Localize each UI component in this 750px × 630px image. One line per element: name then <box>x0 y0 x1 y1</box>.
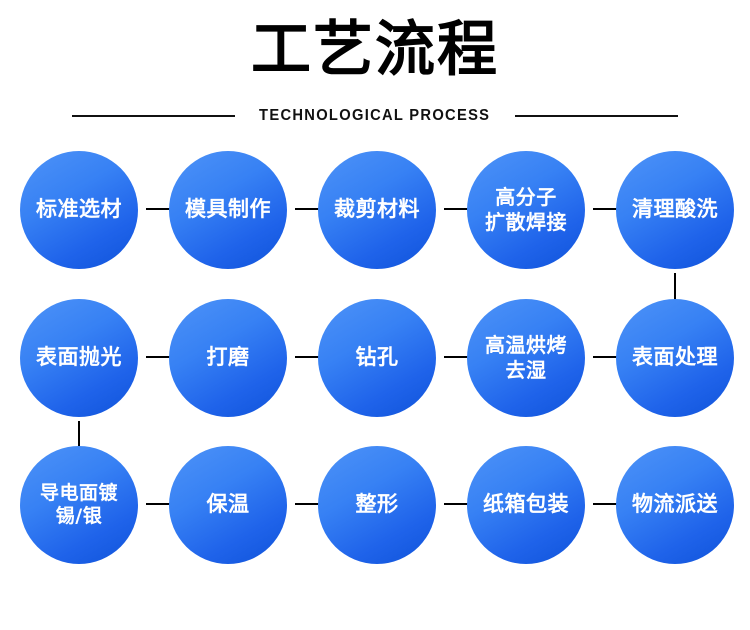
process-node-conductive-plating[interactable]: 导电面镀 锡/银 <box>20 445 138 564</box>
arrow-shaft <box>593 355 619 358</box>
arrow-shaft <box>593 207 619 210</box>
arrow-shaft <box>146 207 172 210</box>
process-node-label: 保温 <box>206 492 250 517</box>
arrow-shaft <box>593 502 619 505</box>
process-node-logistics-delivery[interactable]: 物流派送 <box>616 445 734 564</box>
process-node-label: 高分子 扩散焊接 <box>485 185 567 234</box>
process-node-label: 裁剪材料 <box>334 197 420 222</box>
process-node-cutting-material[interactable]: 裁剪材料 <box>318 150 436 269</box>
process-node-standard-material[interactable]: 标准选材 <box>20 150 138 269</box>
process-node-carton-packaging[interactable]: 纸箱包装 <box>467 445 585 564</box>
page-title: 工艺流程 <box>251 15 499 85</box>
process-node-grinding[interactable]: 打磨 <box>169 298 287 417</box>
arrow-shaft <box>146 355 172 358</box>
process-node-label: 高温烘烤 去湿 <box>485 333 567 382</box>
process-node-label: 清理酸洗 <box>632 197 718 222</box>
subtitle-rule-right <box>514 114 678 117</box>
process-node-polymer-diffusion-welding[interactable]: 高分子 扩散焊接 <box>467 150 585 269</box>
arrow-shaft <box>444 355 470 358</box>
process-node-label: 模具制作 <box>185 197 271 222</box>
subtitle-row: TECHNOLOGICAL PROCESS <box>0 107 750 125</box>
process-node-high-temp-drying[interactable]: 高温烘烤 去湿 <box>467 298 585 417</box>
process-node-label: 打磨 <box>206 345 250 370</box>
process-node-surface-treatment[interactable]: 表面处理 <box>616 298 734 417</box>
process-node-label: 表面抛光 <box>36 345 122 370</box>
process-node-label: 标准选材 <box>36 197 122 222</box>
subtitle-rule-left <box>72 114 236 117</box>
process-node-label: 纸箱包装 <box>483 492 569 517</box>
process-node-label: 钻孔 <box>355 345 399 370</box>
arrow-shaft <box>444 502 470 505</box>
page-header: 工艺流程 TECHNOLOGICAL PROCESS <box>0 0 750 125</box>
arrow-shaft <box>444 207 470 210</box>
process-flow-diagram: 标准选材 模具制作 裁剪材料 高分子 扩散焊接 清理酸洗 表面抛光 打磨 钻孔 <box>0 125 750 585</box>
process-node-shaping[interactable]: 整形 <box>318 445 436 564</box>
process-node-surface-polishing[interactable]: 表面抛光 <box>20 298 138 417</box>
process-node-label: 表面处理 <box>632 345 718 370</box>
process-node-label: 整形 <box>355 492 399 517</box>
arrow-shaft <box>295 355 321 358</box>
arrow-shaft <box>146 502 172 505</box>
process-node-cleaning-pickling[interactable]: 清理酸洗 <box>616 150 734 269</box>
arrow-shaft <box>295 207 321 210</box>
process-node-label: 导电面镀 锡/银 <box>39 481 118 527</box>
process-node-mold-making[interactable]: 模具制作 <box>169 150 287 269</box>
process-node-label: 物流派送 <box>632 492 718 517</box>
arrow-shaft <box>674 272 676 303</box>
arrow-shaft <box>78 420 80 451</box>
process-node-drilling[interactable]: 钻孔 <box>318 298 436 417</box>
page-subtitle: TECHNOLOGICAL PROCESS <box>259 106 491 124</box>
arrow-shaft <box>295 502 321 505</box>
process-node-heat-preservation[interactable]: 保温 <box>169 445 287 564</box>
